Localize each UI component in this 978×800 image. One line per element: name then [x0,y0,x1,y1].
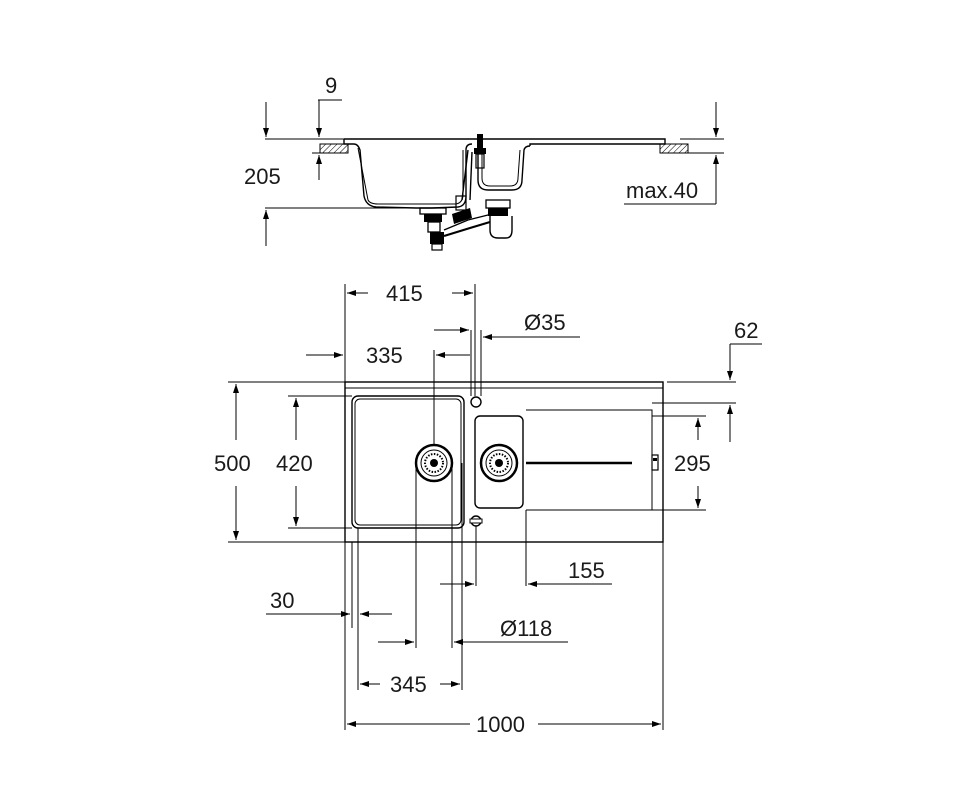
dim-bowl-offset: 415 [386,281,423,306]
waste-right [479,443,519,483]
dim-bowl-depth: 420 [276,451,313,476]
dim-right-margin: 62 [734,318,758,343]
dim-max-worktop: max.40 [626,178,698,203]
waste-left [414,443,454,483]
dim-tap-hole-diameter: Ø35 [524,310,566,335]
dim-bowl-width: 345 [390,672,427,697]
dim-left-offset: 335 [366,343,403,368]
sink-outline [344,381,664,543]
drainer-area [526,409,653,511]
dim-rim-thickness: 9 [325,73,337,98]
main-bowl-profile [353,143,473,209]
dim-profile-depth: 205 [244,164,281,189]
second-bowl-profile [477,144,531,191]
drain-assembly [419,195,513,251]
tap-hole [470,396,482,408]
second-bowl [474,415,524,509]
worktop-hatch-right [659,143,689,154]
dim-total-depth: 500 [214,451,251,476]
dim-edge-offset: 30 [270,588,294,613]
dim-waste-diameter: Ø118 [500,616,552,641]
tap-fitting [461,134,486,201]
main-bowl [351,395,465,529]
dim-drainer-depth: 295 [674,451,711,476]
side-profile-view: 205 9 max.40 [244,73,724,251]
worktop-hatch-left [319,143,349,154]
dim-drainer-offset: 155 [568,558,605,583]
sink-rim-profile [344,138,666,146]
plan-view: 415 Ø35 335 62 500 420 295 [214,281,762,737]
dim-total-width: 1000 [476,712,525,737]
overflow-slot [651,454,659,471]
